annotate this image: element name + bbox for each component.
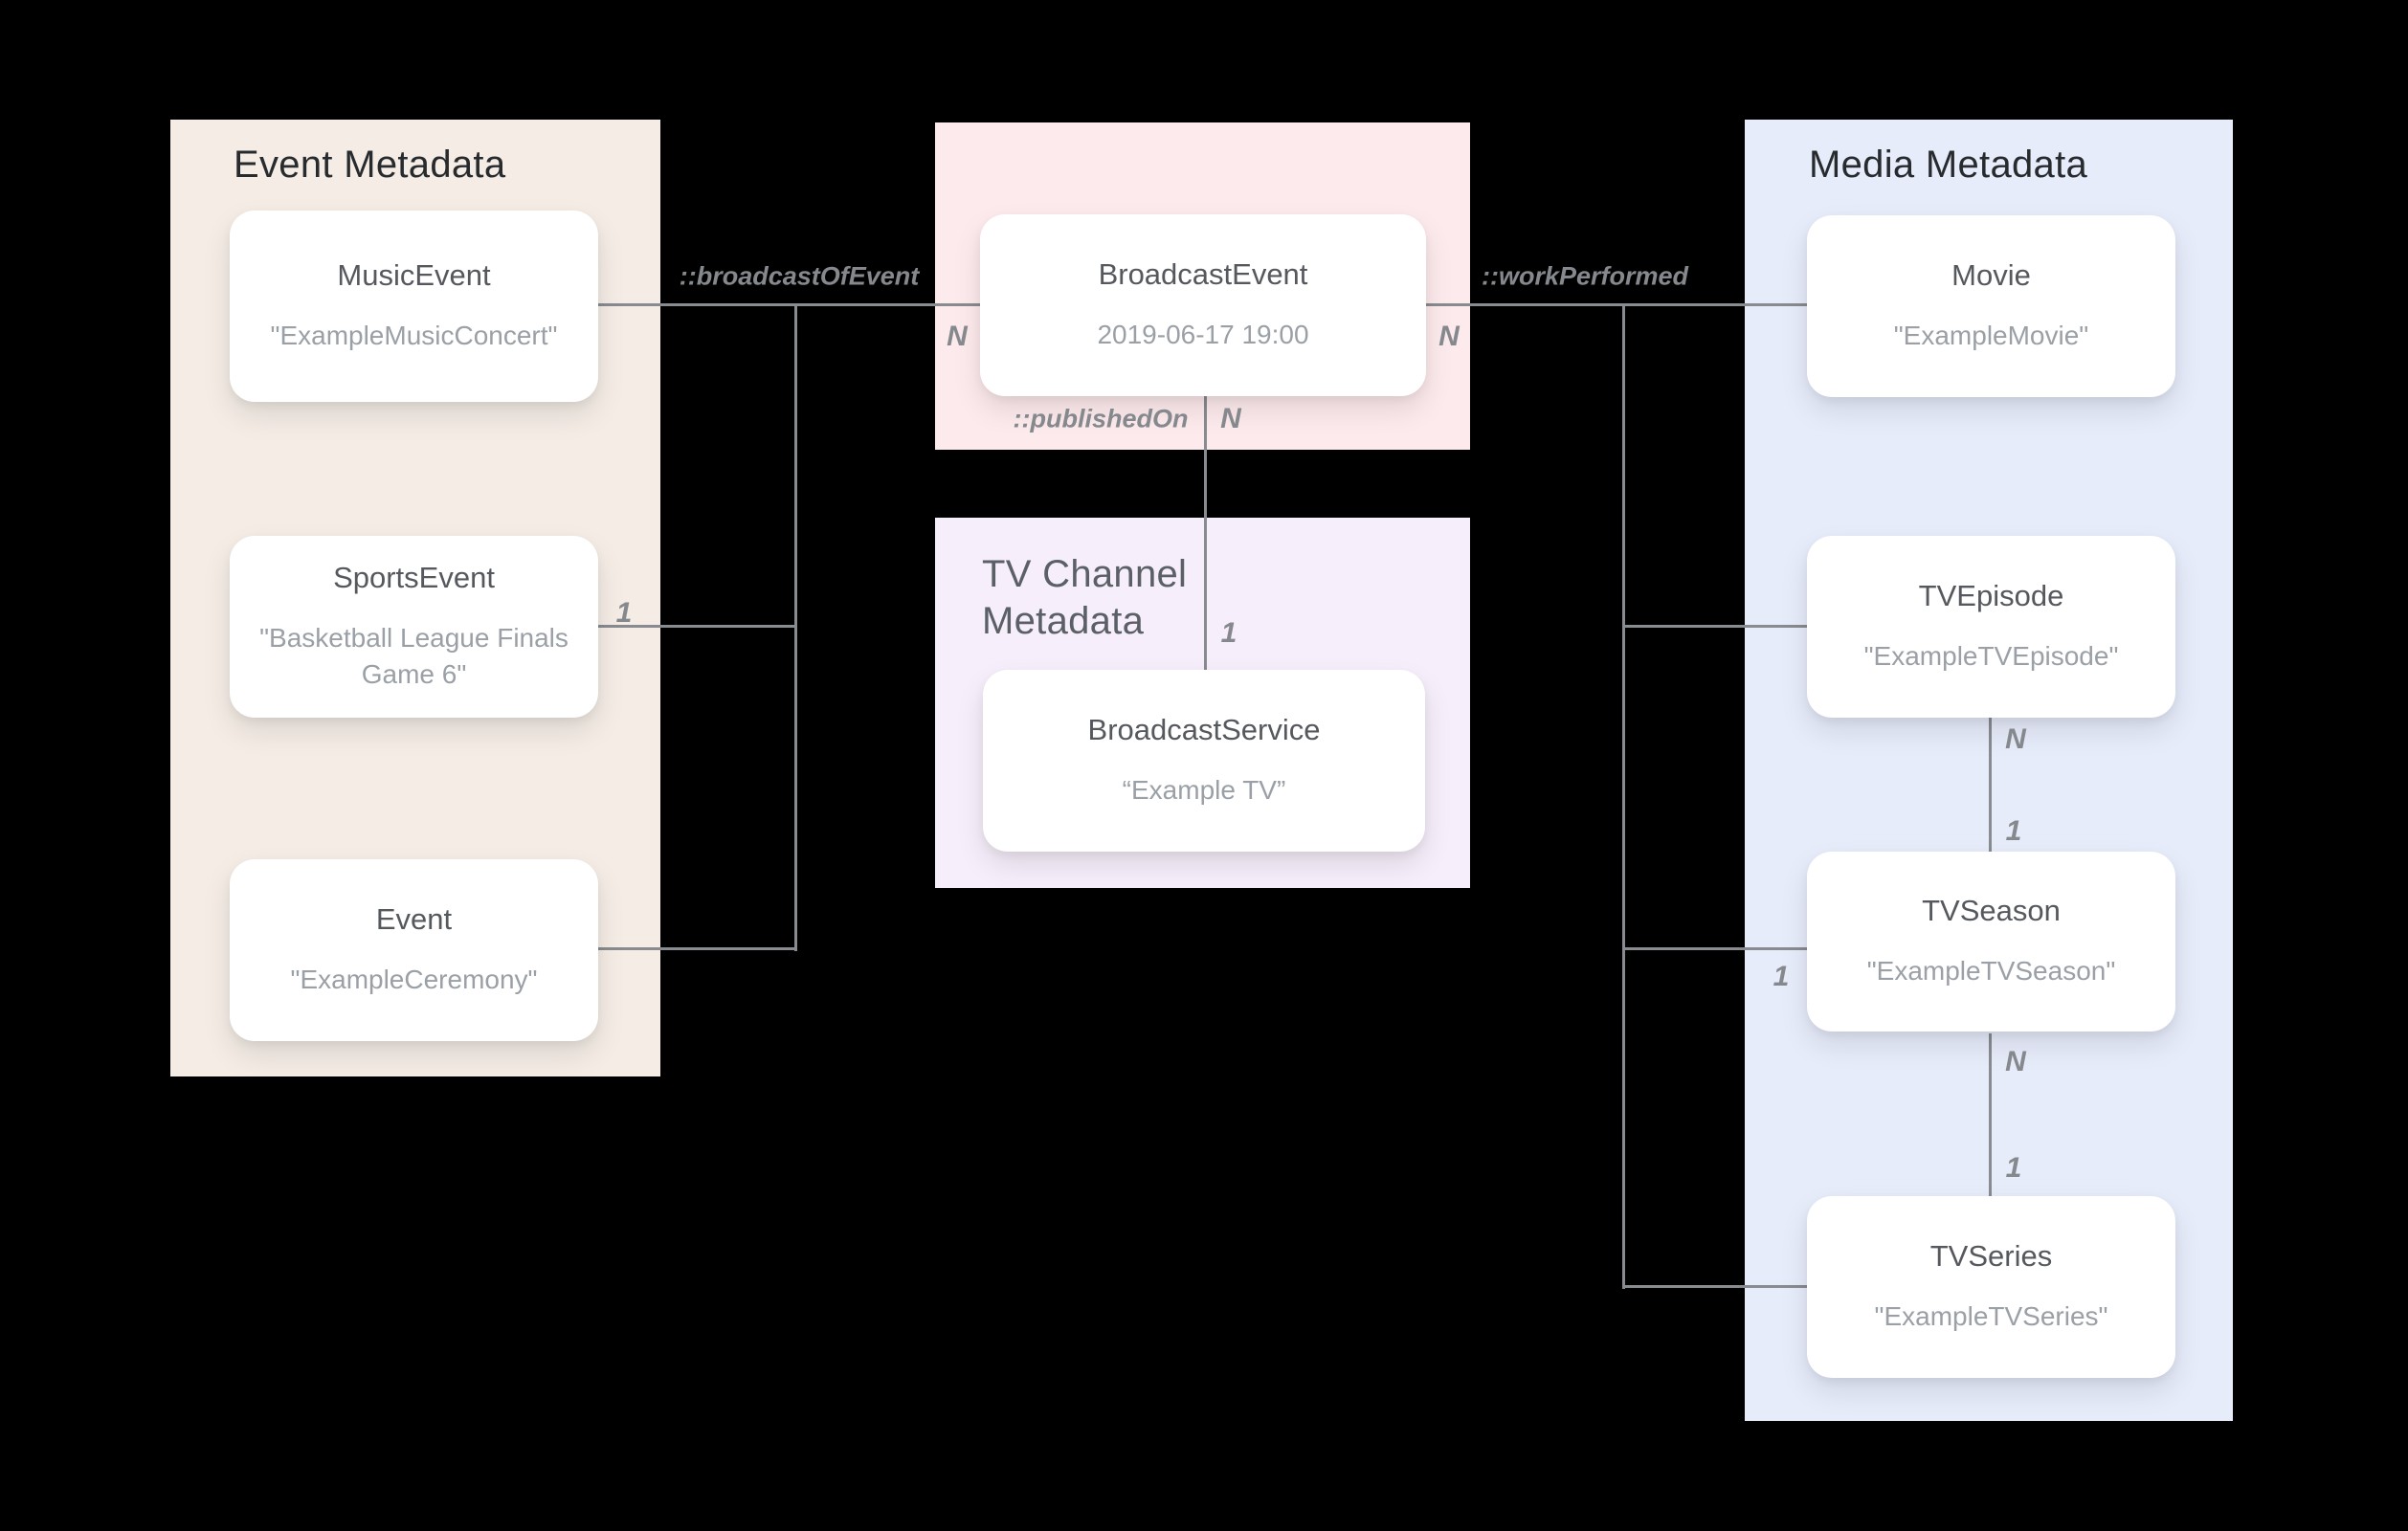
node-broadcast-service: BroadcastService “Example TV”: [983, 670, 1425, 852]
node-sports-event: SportsEvent "Basketball League Finals Ga…: [230, 536, 598, 718]
node-subtitle: "ExampleTVSeason": [1866, 956, 2116, 987]
edge-label-work-performed: ::workPerformed: [1481, 261, 1689, 291]
node-title: TVSeries: [1929, 1239, 2053, 1274]
connector-publishedon-vertical: [1204, 396, 1207, 670]
node-broadcast-event: BroadcastEvent 2019-06-17 19:00: [980, 214, 1426, 396]
node-subtitle: 2019-06-17 19:00: [1097, 320, 1309, 350]
cardinality-tvseason-bottom: N: [2005, 1046, 2026, 1077]
cardinality-broadcastevent-left: N: [947, 321, 968, 352]
event-metadata-title: Event Metadata: [234, 144, 506, 186]
cardinality-tvseries-top: 1: [2005, 1152, 2022, 1184]
tv-channel-title-line2: Metadata: [982, 600, 1145, 642]
connector-workperformed-trunk-vertical: [1622, 303, 1625, 1289]
node-title: Event: [375, 902, 453, 937]
node-subtitle: "ExampleMovie": [1893, 321, 2089, 351]
node-title: TVEpisode: [1918, 579, 2064, 613]
node-tv-series: TVSeries "ExampleTVSeries": [1807, 1196, 2175, 1378]
connector-left-junction-vertical: [794, 303, 797, 951]
node-movie: Movie "ExampleMovie": [1807, 215, 2175, 397]
edge-label-broadcast-of-event: ::broadcastOfEvent: [679, 261, 920, 291]
media-metadata-title: Media Metadata: [1809, 144, 2088, 186]
node-title: MusicEvent: [337, 258, 491, 293]
cardinality-tvepisode-bottom: N: [2005, 723, 2026, 755]
connector-sportsevent-branch: [598, 625, 794, 628]
connector-musicevent-broadcastevent: [598, 303, 980, 306]
node-subtitle: "ExampleCeremony": [290, 965, 538, 995]
connector-tvseason-tvseries: [1989, 1033, 1992, 1196]
connector-tvepisode-tvseason: [1989, 718, 1992, 852]
connector-tvseries-branch: [1625, 1285, 1807, 1288]
node-title: BroadcastService: [1087, 713, 1321, 747]
cardinality-broadcastservice: 1: [1220, 617, 1237, 649]
cardinality-tvseason-branch: 1: [1773, 961, 1790, 992]
node-event: Event "ExampleCeremony": [230, 859, 598, 1041]
node-tv-season: TVSeason "ExampleTVSeason": [1807, 852, 2175, 1032]
cardinality-tvseason-top: 1: [2005, 815, 2022, 847]
node-subtitle: “Example TV”: [1122, 775, 1286, 806]
connector-broadcastevent-movie: [1426, 303, 1807, 306]
edge-label-published-on: ::publishedOn: [1013, 404, 1189, 433]
node-subtitle: "ExampleTVEpisode": [1863, 641, 2119, 672]
node-title: BroadcastEvent: [1098, 257, 1308, 292]
cardinality-sportsevent: 1: [615, 597, 633, 629]
node-subtitle: "Basketball League Finals Game 6": [259, 623, 569, 689]
connector-tvseason-branch: [1625, 947, 1807, 950]
tv-channel-title-line1: TV Channel: [982, 553, 1188, 595]
tv-channel-metadata-title: TV Channel Metadata: [982, 551, 1187, 645]
node-subtitle: "ExampleMusicConcert": [270, 321, 558, 351]
node-subtitle: "ExampleTVSeries": [1874, 1301, 2108, 1332]
connector-event-branch: [598, 947, 794, 950]
cardinality-publishedon-top: N: [1220, 403, 1241, 434]
node-music-event: MusicEvent "ExampleMusicConcert": [230, 211, 598, 402]
connector-tvepisode-branch: [1625, 625, 1807, 628]
cardinality-broadcastevent-right: N: [1438, 321, 1460, 352]
node-title: SportsEvent: [333, 561, 495, 595]
node-tv-episode: TVEpisode "ExampleTVEpisode": [1807, 536, 2175, 718]
node-title: TVSeason: [1922, 894, 2061, 928]
node-title: Movie: [1951, 258, 2031, 293]
